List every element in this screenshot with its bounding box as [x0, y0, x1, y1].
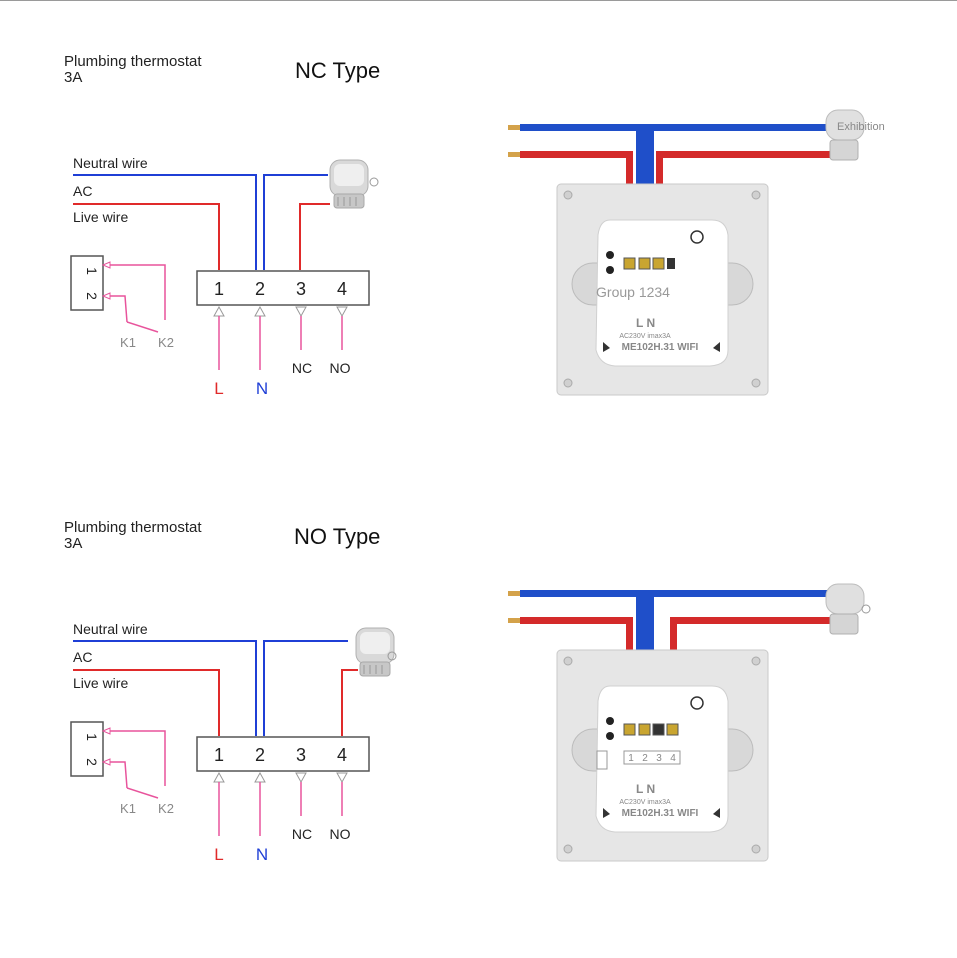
- device-terminal-2: 2: [642, 753, 648, 764]
- terminal-2: 2: [255, 279, 265, 299]
- label-NO: NO: [330, 360, 351, 376]
- no-wire-to-actuator: [341, 669, 358, 736]
- heading-line1: Plumbing thermostat: [64, 519, 202, 536]
- no-type-title: NO Type: [294, 524, 381, 549]
- heading-line2: 3A: [64, 535, 83, 552]
- device-rating: AC230V imax3A: [619, 799, 671, 806]
- device-rear-plate: Group 1234 L N AC230V imax3A ME102H.31 W…: [508, 124, 832, 396]
- label-N: N: [256, 379, 268, 398]
- live-wire-label: Live wire: [73, 209, 128, 225]
- device-rear-plate: 1 2 3 4 L N AC230V imax3A ME102H.31 WIFI: [508, 590, 832, 862]
- top-border-line: [0, 0, 957, 1]
- live-wire-label: Live wire: [73, 675, 128, 691]
- k2-label: K2: [158, 335, 174, 350]
- k1-label: K1: [120, 335, 136, 350]
- label-L: L: [214, 845, 223, 864]
- neutral-wire: [73, 174, 257, 270]
- terminal-3: 3: [296, 279, 306, 299]
- contact-number-2: 2: [84, 292, 100, 300]
- contact-box: [70, 721, 104, 777]
- terminal-4: 4: [337, 745, 347, 765]
- terminal-4: 4: [337, 279, 347, 299]
- label-NC: NC: [292, 826, 312, 842]
- actuator-icon: [329, 159, 379, 209]
- label-NO: NO: [330, 826, 351, 842]
- terminal-arrows: [213, 771, 348, 836]
- nc-wire-to-actuator: [299, 203, 330, 270]
- contact-switch-lines: [101, 727, 166, 799]
- nc-wiring-diagram: Neutral wire AC Live wire 1 2 3 4 1 2 K1…: [70, 109, 885, 398]
- heading-line2: 3A: [64, 69, 83, 86]
- label-NC: NC: [292, 360, 312, 376]
- neutral-wire-to-actuator: [263, 640, 348, 736]
- live-wire: [73, 203, 220, 270]
- nc-type-title: NC Type: [295, 58, 381, 83]
- contact-number-2: 2: [84, 758, 100, 766]
- contact-box: [70, 255, 104, 311]
- no-wiring-diagram: Neutral wire AC Live wire 1 2 3 4 1 2 K1…: [70, 583, 871, 864]
- neutral-wire-to-actuator: [263, 174, 328, 270]
- section-nc-heading: Plumbing thermostat 3A: [64, 54, 202, 86]
- actuator-icon: [355, 627, 397, 677]
- k2-label: K2: [158, 801, 174, 816]
- contact-switch-lines: [101, 261, 166, 333]
- ac-label: AC: [73, 649, 92, 665]
- terminal-1: 1: [214, 745, 224, 765]
- neutral-wire: [73, 640, 257, 736]
- terminal-1: 1: [214, 279, 224, 299]
- svg-text:L N: L N: [636, 316, 655, 330]
- k1-label: K1: [120, 801, 136, 816]
- terminal-arrows: [213, 305, 348, 370]
- device-model: ME102H.31 WIFI: [622, 808, 699, 819]
- device-terminal-4: 4: [670, 753, 676, 764]
- contact-number-1: 1: [84, 733, 100, 741]
- terminal-2: 2: [255, 745, 265, 765]
- photo-actuator-icon: Exhibition: [825, 109, 885, 161]
- actuator-overlay-text: Exhibition: [837, 121, 885, 133]
- device-terminal-3: 3: [656, 753, 662, 764]
- device-model: ME102H.31 WIFI: [622, 342, 699, 353]
- terminal-block: [196, 736, 370, 772]
- contact-number-1: 1: [84, 267, 100, 275]
- neutral-wire-label: Neutral wire: [73, 621, 148, 637]
- device-terminal-1: 1: [628, 753, 634, 764]
- svg-text:L N: L N: [636, 782, 655, 796]
- label-N: N: [256, 845, 268, 864]
- photo-actuator-icon: [825, 583, 871, 635]
- device-overlay-text: Group 1234: [596, 284, 670, 300]
- section-no-heading: Plumbing thermostat 3A: [64, 520, 202, 552]
- terminal-block: [196, 270, 370, 306]
- label-L: L: [214, 379, 223, 398]
- neutral-wire-label: Neutral wire: [73, 155, 148, 171]
- terminal-3: 3: [296, 745, 306, 765]
- ac-label: AC: [73, 183, 92, 199]
- heading-line1: Plumbing thermostat: [64, 53, 202, 70]
- device-rating: AC230V imax3A: [619, 333, 671, 340]
- live-wire: [73, 669, 220, 736]
